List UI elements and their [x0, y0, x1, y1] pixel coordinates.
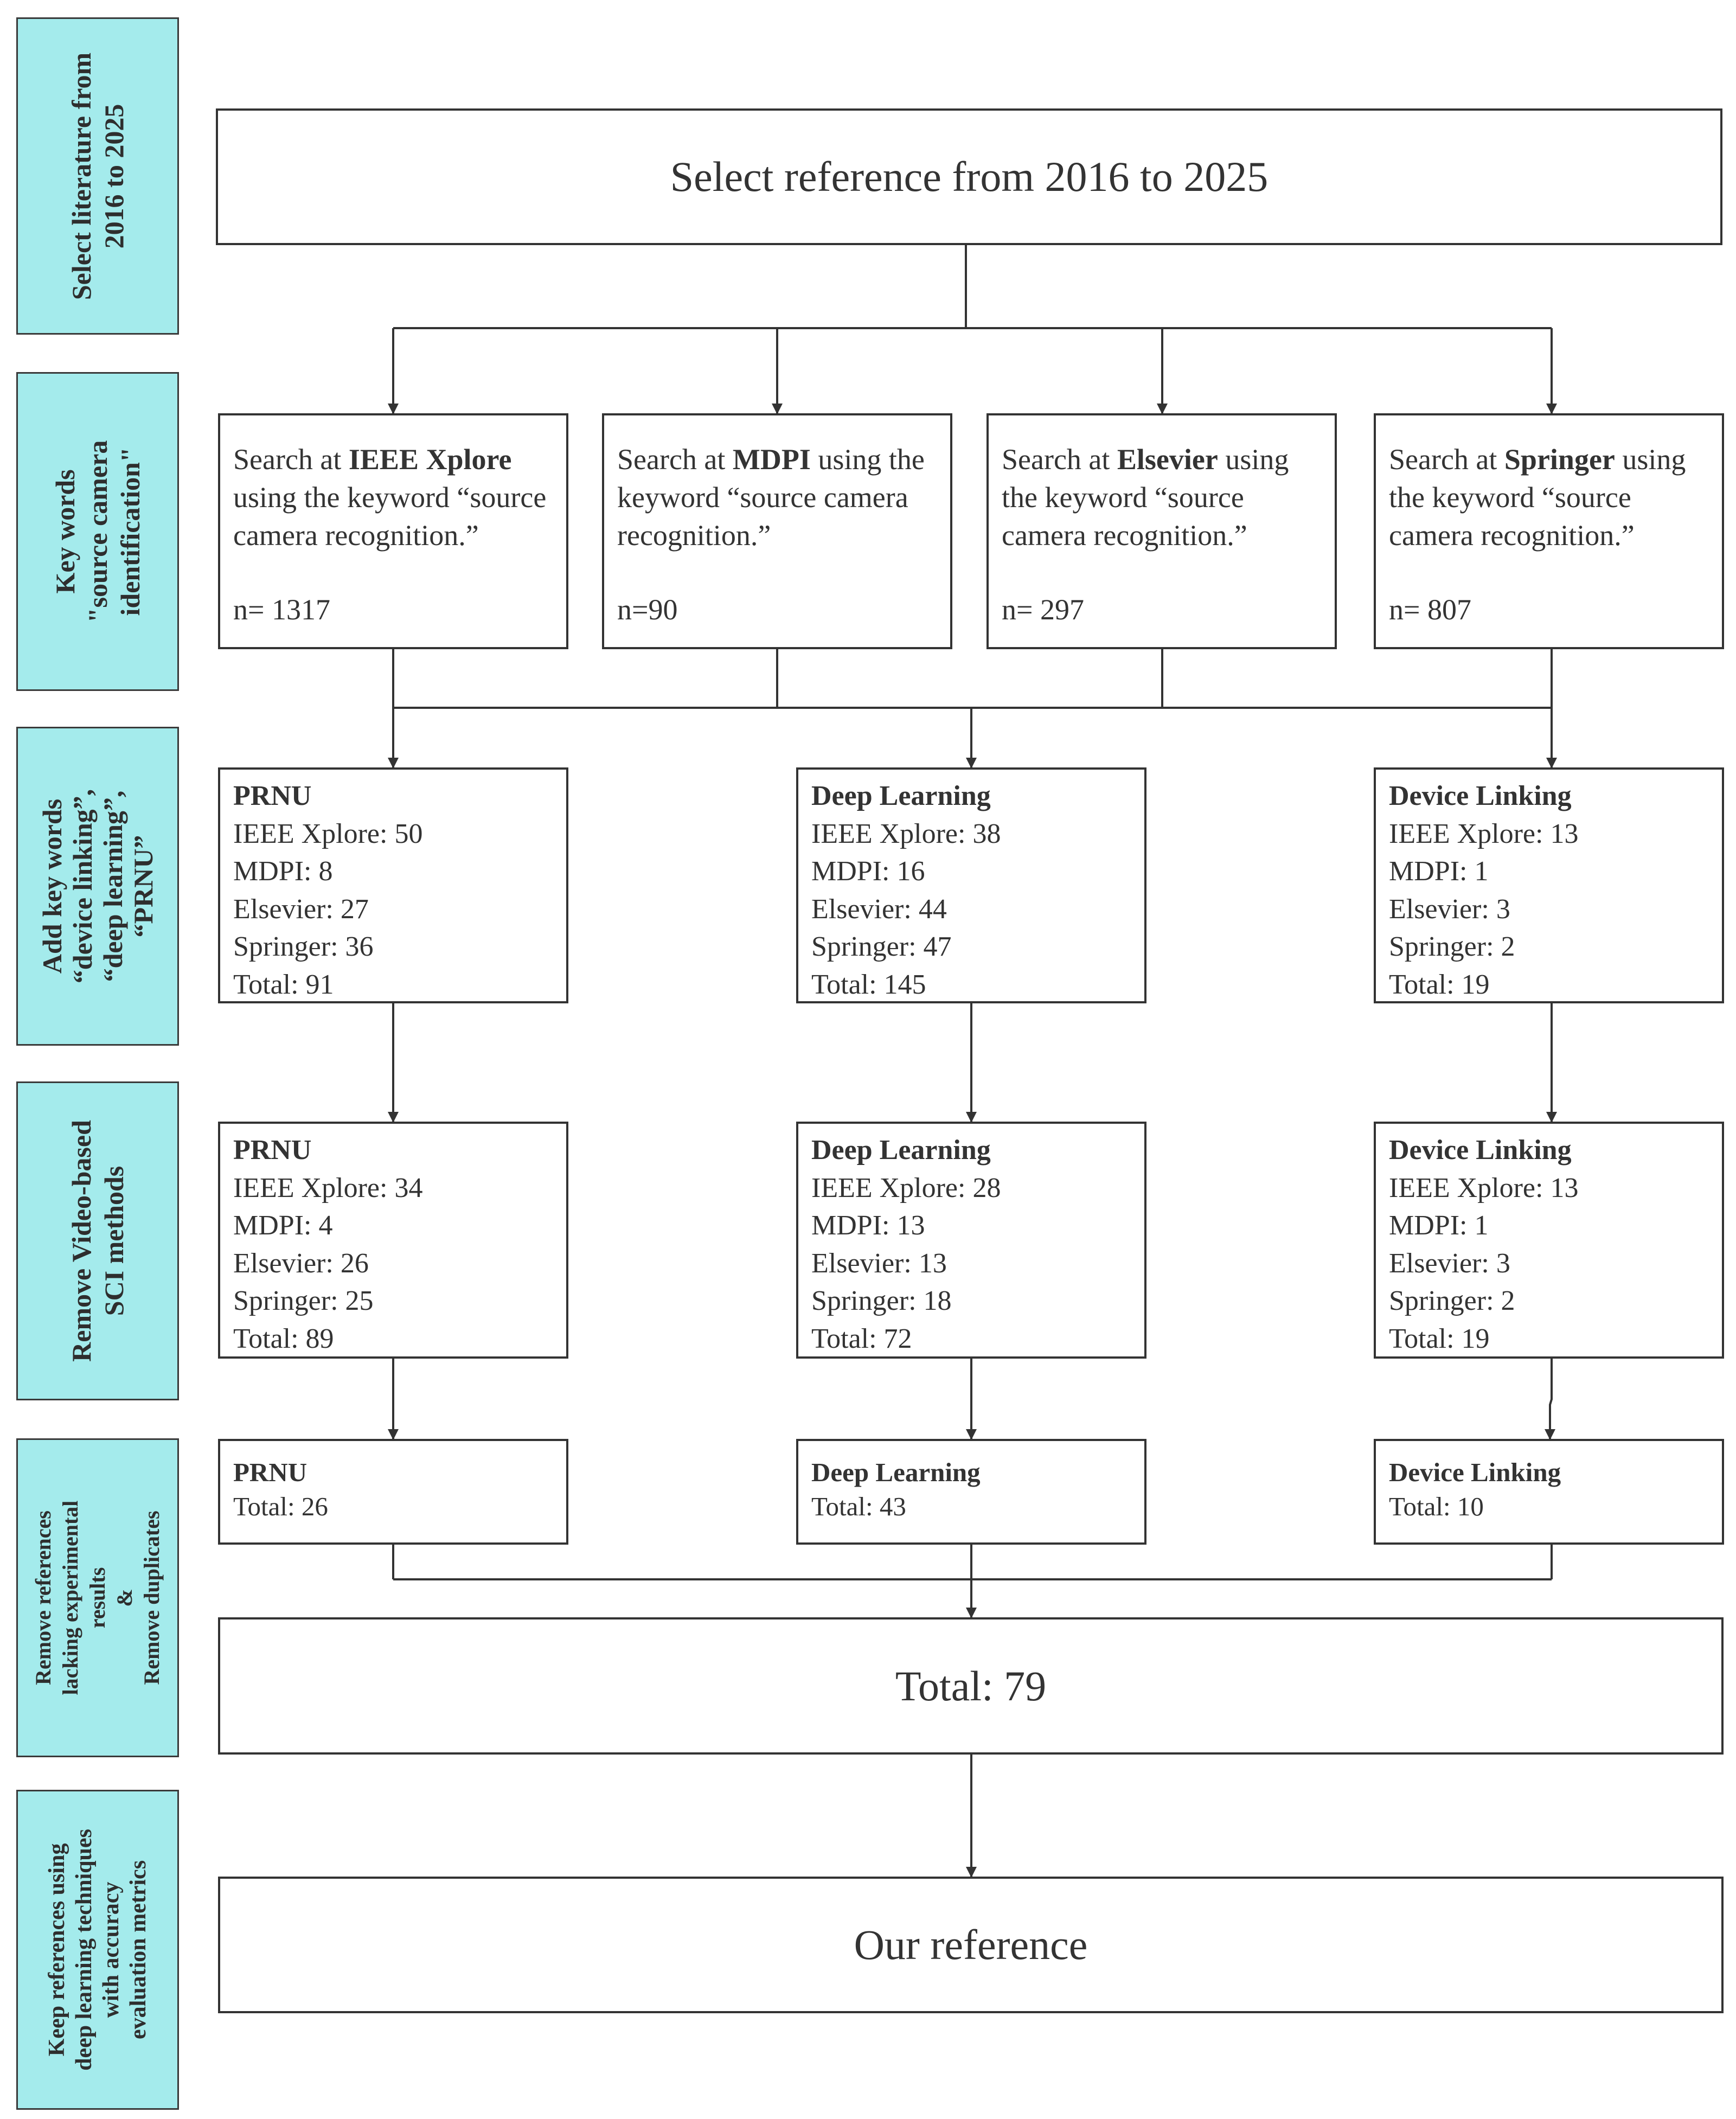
category-title: Deep Learning	[811, 780, 991, 811]
count-line: Elsevier: 27	[233, 893, 369, 925]
stage-label-text: Select literature from 2016 to 2025	[66, 52, 129, 300]
count-line: Springer: 36	[233, 931, 374, 962]
count-line: Springer: 2	[1389, 931, 1515, 962]
filtered-box-deep-learning: Deep Learning IEEE Xplore: 28 MDPI: 13 E…	[796, 1122, 1146, 1359]
total-line: Total: 19	[1389, 969, 1490, 1000]
category-title: Device Linking	[1389, 780, 1572, 811]
count-line: IEEE Xplore: 13	[1389, 818, 1579, 849]
total-line: Total: 26	[233, 1491, 328, 1521]
stage-label-text: Keep references using deep learning tech…	[44, 1829, 151, 2071]
stage-label-add-key-words: Add key words “device linking”, “deep le…	[16, 727, 179, 1046]
result-count: n= 297	[1002, 593, 1084, 626]
category-title: Deep Learning	[811, 1135, 991, 1166]
category-title: PRNU	[233, 780, 312, 811]
total-line: Total: 10	[1389, 1491, 1484, 1521]
count-line: Elsevier: 3	[1389, 893, 1510, 925]
search-description: Search at Elsevier using the keyword “so…	[1002, 443, 1289, 552]
search-box-springer: Search at Springer using the keyword “so…	[1374, 413, 1724, 649]
total-line: Total: 72	[811, 1323, 912, 1354]
count-line: IEEE Xplore: 28	[811, 1172, 1001, 1203]
search-description: Search at IEEE Xplore using the keyword …	[233, 443, 547, 552]
final-box-prnu: PRNU Total: 26	[218, 1439, 568, 1545]
count-line: MDPI: 1	[1389, 856, 1489, 887]
count-line: Elsevier: 3	[1389, 1247, 1510, 1279]
category-title: Device Linking	[1389, 1457, 1561, 1487]
category-title: Device Linking	[1389, 1135, 1572, 1166]
count-line: IEEE Xplore: 50	[233, 818, 423, 849]
stage-label-text: Add key words “device linking”, “deep le…	[37, 789, 158, 984]
count-line: Elsevier: 26	[233, 1247, 369, 1279]
search-box-elsevier: Search at Elsevier using the keyword “so…	[986, 413, 1337, 649]
database-name: Springer	[1504, 443, 1615, 476]
count-line: MDPI: 8	[233, 856, 333, 887]
total-line: Total: 43	[811, 1491, 906, 1521]
stage-label-text: Remove references lacking experimental r…	[31, 1500, 164, 1695]
search-box-ieee: Search at IEEE Xplore using the keyword …	[218, 413, 568, 649]
select-reference-text: Select reference from 2016 to 2025	[670, 153, 1269, 200]
database-name: MDPI	[732, 443, 811, 476]
count-line: IEEE Xplore: 38	[811, 818, 1001, 849]
our-reference-box: Our reference	[218, 1877, 1724, 2013]
search-description: Search at MDPI using the keyword “source…	[617, 443, 925, 552]
result-count: n=90	[617, 593, 678, 626]
count-line: Springer: 47	[811, 931, 952, 962]
count-line: Elsevier: 13	[811, 1247, 947, 1279]
stage-label-key-words: Key words "source camera identification"	[16, 372, 179, 691]
count-line: Elsevier: 44	[811, 893, 947, 925]
select-reference-box: Select reference from 2016 to 2025	[216, 108, 1722, 245]
count-line: MDPI: 1	[1389, 1210, 1489, 1241]
database-name: IEEE Xplore	[348, 443, 512, 476]
count-line: IEEE Xplore: 13	[1389, 1172, 1579, 1203]
category-title: PRNU	[233, 1135, 312, 1166]
category-title: Deep Learning	[811, 1457, 981, 1487]
count-line: IEEE Xplore: 34	[233, 1172, 423, 1203]
total-line: Total: 89	[233, 1323, 334, 1354]
search-description: Search at Springer using the keyword “so…	[1389, 443, 1686, 552]
stage-label-select-literature: Select literature from 2016 to 2025	[16, 17, 179, 335]
result-count: n= 807	[1389, 593, 1471, 626]
filtered-box-device-linking: Device Linking IEEE Xplore: 13 MDPI: 1 E…	[1374, 1122, 1724, 1359]
keyword-box-device-linking: Device Linking IEEE Xplore: 13 MDPI: 1 E…	[1374, 767, 1724, 1003]
total-line: Total: 19	[1389, 1323, 1490, 1354]
count-line: MDPI: 16	[811, 856, 925, 887]
database-name: Elsevier	[1117, 443, 1218, 476]
total-box: Total: 79	[218, 1617, 1724, 1755]
total-line: Total: 145	[811, 969, 926, 1000]
stage-label-text: Remove Video-based SCI methods	[66, 1120, 129, 1362]
filtered-box-prnu: PRNU IEEE Xplore: 34 MDPI: 4 Elsevier: 2…	[218, 1122, 568, 1359]
total-line: Total: 91	[233, 969, 334, 1000]
search-box-mdpi: Search at MDPI using the keyword “source…	[602, 413, 952, 649]
count-line: MDPI: 13	[811, 1210, 925, 1241]
count-line: MDPI: 4	[233, 1210, 333, 1241]
stage-label-remove-video: Remove Video-based SCI methods	[16, 1081, 179, 1400]
final-box-deep-learning: Deep Learning Total: 43	[796, 1439, 1146, 1545]
keyword-box-prnu: PRNU IEEE Xplore: 50 MDPI: 8 Elsevier: 2…	[218, 767, 568, 1003]
final-box-device-linking: Device Linking Total: 10	[1374, 1439, 1724, 1545]
count-line: Springer: 2	[1389, 1285, 1515, 1316]
stage-label-keep-references: Keep references using deep learning tech…	[16, 1790, 179, 2110]
count-line: Springer: 18	[811, 1285, 952, 1316]
result-count: n= 1317	[233, 593, 330, 626]
our-reference-text: Our reference	[854, 1921, 1088, 1968]
stage-label-text: Key words "source camera identification"	[50, 440, 145, 623]
stage-label-remove-references: Remove references lacking experimental r…	[16, 1438, 179, 1757]
total-text: Total: 79	[895, 1662, 1047, 1710]
connector-arrow	[1545, 1359, 1555, 1440]
keyword-box-deep-learning: Deep Learning IEEE Xplore: 38 MDPI: 16 E…	[796, 767, 1146, 1003]
category-title: PRNU	[233, 1457, 308, 1487]
count-line: Springer: 25	[233, 1285, 374, 1316]
